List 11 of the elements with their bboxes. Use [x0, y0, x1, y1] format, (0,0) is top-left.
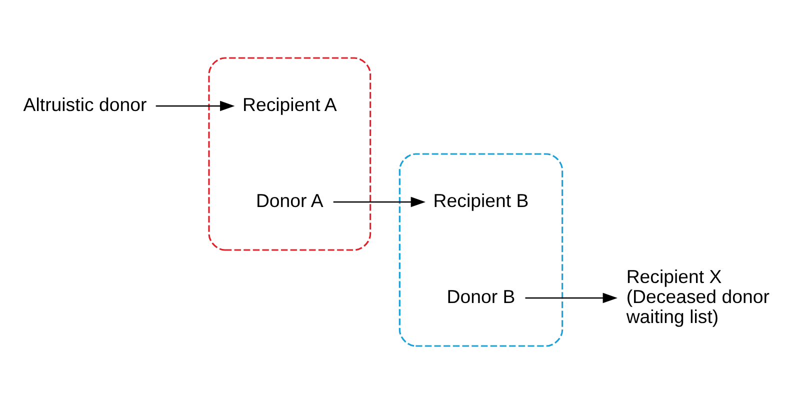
node-text: Donor B [446, 285, 516, 306]
arrow [333, 196, 426, 207]
node-text: Recipient B [433, 189, 529, 210]
cluster [208, 56, 372, 250]
node-text: Recipient X (Deceased donor waiting list) [626, 265, 770, 326]
node-text: Donor A [256, 189, 324, 210]
node-text: Recipient A [242, 93, 337, 114]
node-text: Altruistic donor [23, 93, 147, 114]
cluster [398, 152, 564, 346]
arrow [156, 100, 235, 111]
arrow [525, 292, 618, 303]
